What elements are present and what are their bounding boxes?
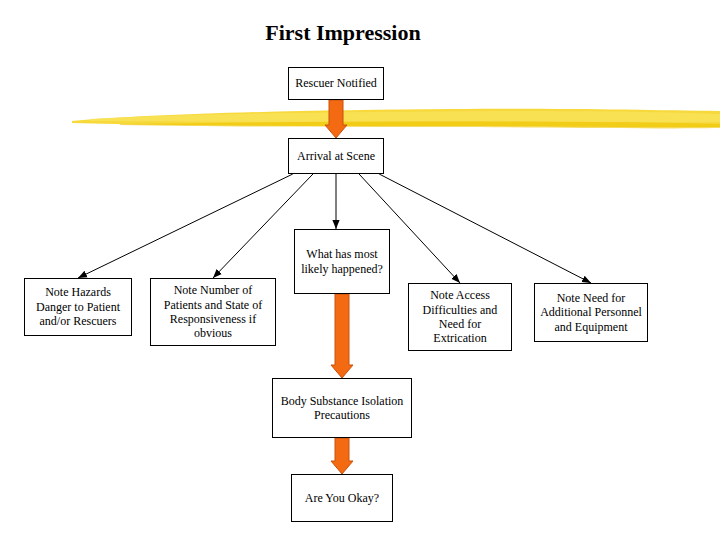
process-box: Note Number of Patients and State of Res… — [150, 278, 276, 346]
box-text: Note Need for Additional Personnel and E… — [539, 291, 643, 334]
process-box: Are You Okay? — [291, 474, 393, 522]
box-text: Arrival at Scene — [297, 149, 375, 163]
box-text: Body Substance Isolation Precautions — [277, 394, 407, 423]
box-text: What has most likely happened? — [299, 247, 385, 276]
block-arrow — [331, 438, 353, 474]
box-text: Are You Okay? — [305, 491, 379, 505]
diagram-title: First Impression — [0, 20, 686, 46]
highlighter-stroke — [120, 122, 720, 129]
flow-arrow — [78, 174, 293, 278]
box-text: Note Access Difficulties and Need for Ex… — [413, 288, 507, 346]
process-box: Note Need for Additional Personnel and E… — [534, 283, 648, 342]
box-text: Note Number of Patients and State of Res… — [155, 283, 271, 341]
flow-arrow — [336, 174, 337, 229]
highlighter-stroke — [90, 111, 720, 122]
process-box: What has most likely happened? — [294, 229, 390, 294]
block-arrow — [325, 100, 347, 138]
box-text: Note Hazards Danger to Patient and/or Re… — [29, 285, 127, 328]
block-arrow — [331, 294, 353, 378]
process-box: Arrival at Scene — [288, 138, 384, 174]
process-box: Rescuer Notified — [288, 67, 384, 100]
box-text: Rescuer Notified — [295, 76, 377, 90]
process-box: Note Access Difficulties and Need for Ex… — [408, 283, 512, 351]
flow-arrow — [379, 174, 591, 283]
process-box: Note Hazards Danger to Patient and/or Re… — [24, 278, 132, 336]
process-box: Body Substance Isolation Precautions — [272, 378, 412, 438]
